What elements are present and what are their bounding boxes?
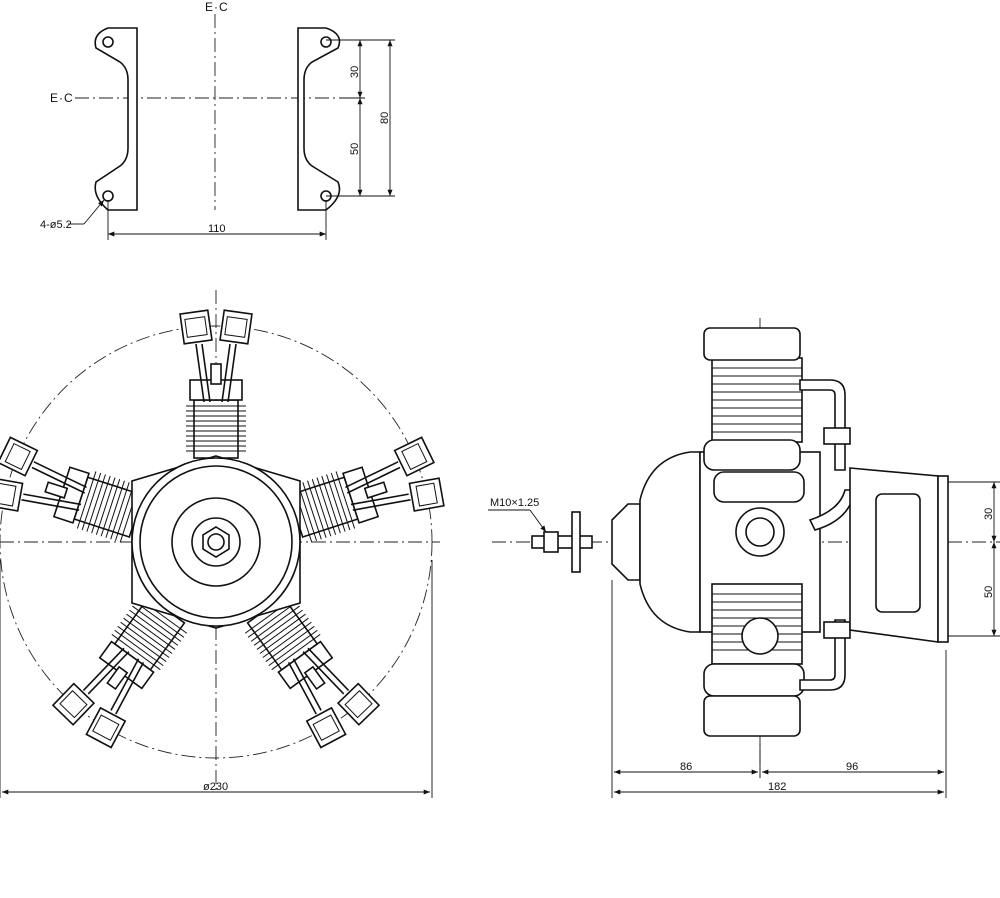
prop-washer — [571, 511, 581, 573]
label-mount-height: 80 — [379, 112, 391, 124]
front-housing — [639, 451, 701, 633]
label-mount-offset-bottom: 50 — [349, 143, 361, 155]
label-len-total: 182 — [768, 781, 786, 793]
label-ec-top: E·C — [205, 0, 229, 14]
prop-nut — [202, 526, 230, 558]
label-side-offset-bottom: 50 — [983, 586, 995, 598]
lower-cylinder-head — [703, 695, 801, 737]
label-mount-width: 110 — [208, 223, 226, 235]
label-thread: M10×1.25 — [490, 497, 539, 509]
drive-hub — [611, 503, 641, 581]
prop-shaft — [531, 535, 593, 549]
front-view-radial-engine — [0, 290, 449, 798]
label-diameter: ø230 — [203, 781, 228, 793]
label-holes: 4-ø5.2 — [40, 219, 72, 231]
mount-plates-view — [68, 14, 395, 240]
label-len-rear: 96 — [846, 761, 858, 773]
side-view-engine — [488, 318, 1000, 798]
label-mount-offset-top: 30 — [349, 66, 361, 78]
upper-pipe — [799, 379, 846, 471]
label-side-offset-top: 30 — [983, 508, 995, 520]
label-len-front: 86 — [680, 761, 692, 773]
label-ec-left: E·C — [50, 91, 74, 105]
left-mount-bracket — [94, 27, 138, 211]
upper-cylinder-head — [703, 327, 801, 361]
right-mount-bracket — [297, 27, 341, 211]
